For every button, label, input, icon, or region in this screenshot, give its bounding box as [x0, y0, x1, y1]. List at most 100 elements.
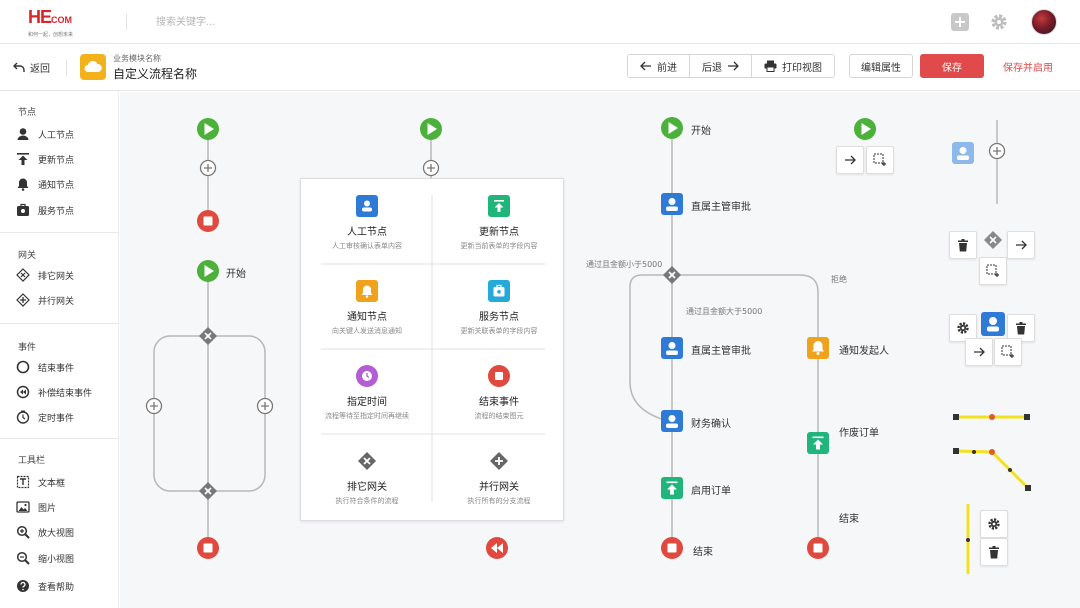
sidebar-item-end-event[interactable]: 结束事件 [16, 358, 74, 376]
back-arrow-icon [13, 62, 25, 72]
sidebar-item-help[interactable]: 查看帮助 [16, 577, 74, 595]
gear-icon[interactable] [989, 12, 1009, 32]
palette-item-notify-node[interactable]: 通知节点 向关键人发送消息通知 [301, 264, 433, 349]
add-node-icon[interactable] [145, 397, 163, 415]
connect-arrow-button[interactable] [836, 146, 864, 174]
start-event[interactable] [854, 118, 876, 140]
user-avatar[interactable] [1031, 9, 1057, 35]
start-event[interactable] [420, 118, 442, 140]
help-icon [17, 580, 29, 592]
add-textbox-icon [1001, 345, 1014, 358]
sidebar-item-manual-node[interactable]: 人工节点 [16, 125, 74, 143]
end-event[interactable] [661, 537, 683, 559]
start-event[interactable] [197, 118, 219, 140]
palette-item-service-node[interactable]: 服务节点 更新关联表单的字段内容 [433, 264, 565, 349]
brand-logo[interactable]: HECOM 和何一起，创想未来 [28, 8, 98, 38]
connect-arrow-button[interactable] [965, 338, 993, 366]
sidebar-item-notify-node[interactable]: 通知节点 [16, 175, 74, 193]
divider [66, 60, 67, 76]
palette-item-desc: 更新当前表单的字段内容 [460, 242, 538, 250]
connector [672, 274, 819, 548]
exclusive-gateway[interactable] [662, 265, 682, 285]
tools-section-title: 工具栏 [18, 456, 46, 466]
arrow-right-icon [728, 61, 739, 71]
sidebar-item-update-node[interactable]: 更新节点 [16, 150, 74, 168]
start-event[interactable] [197, 260, 219, 282]
forward-button[interactable]: 前进 [628, 55, 690, 77]
sidebar-item-parallel-gateway[interactable]: 并行网关 [16, 291, 74, 309]
manual-node[interactable] [661, 337, 683, 359]
line-edit-straight[interactable] [953, 414, 1030, 420]
process-name[interactable]: 自定义流程名称 [113, 67, 198, 81]
end-event[interactable] [807, 537, 829, 559]
node-label: 作废订单 [839, 428, 879, 439]
add-node-icon[interactable] [422, 159, 440, 177]
search-input[interactable] [156, 14, 356, 30]
update-node[interactable] [807, 432, 829, 454]
palette-item-update-node[interactable]: 更新节点 更新当前表单的字段内容 [433, 179, 565, 264]
manual-node[interactable] [661, 193, 683, 215]
line-edit-bent[interactable] [953, 448, 1031, 491]
branch-loop [153, 335, 266, 492]
palette-item-title: 排它网关 [347, 482, 387, 493]
palette-item-desc: 执行所有的分支流程 [467, 497, 531, 505]
palette-item-end-event[interactable]: 结束事件 流程的结束图元 [433, 349, 565, 434]
exclusive-gateway[interactable] [198, 326, 218, 346]
compensation-end-event[interactable] [486, 537, 508, 559]
sidebar-item-zoom-out[interactable]: 缩小视图 [16, 549, 74, 567]
exclusive-gateway[interactable] [198, 481, 218, 501]
add-node-icon[interactable] [199, 159, 217, 177]
palette-item-manual-node[interactable]: 人工节点 人工审核确认表单内容 [301, 179, 433, 264]
sidebar-item-timer-event[interactable]: 定时事件 [16, 408, 74, 426]
sidebar-item-textbox[interactable]: 文本框 [16, 473, 65, 491]
delete-button[interactable] [980, 538, 1008, 566]
add-text-button[interactable] [979, 257, 1007, 285]
service-bag-icon [17, 203, 29, 216]
edit-properties-button[interactable]: 编辑属性 [849, 54, 913, 78]
palette-item-parallel-gateway[interactable]: 并行网关 执行所有的分支流程 [433, 434, 565, 519]
add-text-button[interactable] [994, 338, 1022, 366]
exclusive-gateway-icon [16, 268, 30, 282]
back-button[interactable]: 返回 [12, 58, 50, 76]
add-text-button[interactable] [866, 146, 894, 174]
upload-arrow-icon [17, 153, 29, 165]
manual-node-selected[interactable] [981, 312, 1005, 336]
end-event[interactable] [197, 210, 219, 232]
update-node[interactable] [661, 477, 683, 499]
sidebar-item-service-node[interactable]: 服务节点 [16, 201, 74, 219]
add-node-icon[interactable] [988, 142, 1006, 160]
exclusive-gateway[interactable] [984, 231, 1002, 249]
palette-item-desc: 人工审核确认表单内容 [332, 242, 402, 250]
settings-button[interactable] [980, 510, 1008, 538]
sidebar-item-label: 并行网关 [38, 296, 75, 307]
connect-arrow-button[interactable] [1007, 231, 1035, 259]
end-event[interactable] [197, 537, 219, 559]
sidebar-item-exclusive-gateway[interactable]: 排它网关 [16, 266, 74, 284]
notify-node[interactable] [807, 337, 829, 359]
back-label: 返回 [30, 63, 50, 75]
sidebar-item-zoom-in[interactable]: 放大视图 [16, 523, 74, 541]
palette-item-exclusive-gateway[interactable]: 排它网关 执行符合条件的流程 [301, 434, 433, 519]
line-edit-vertical[interactable] [966, 504, 970, 574]
sidebar-item-image[interactable]: 图片 [16, 498, 56, 516]
save-and-enable-button[interactable]: 保存并启用 [1003, 62, 1053, 74]
condition-label: 通过且金额大于5000 [686, 307, 763, 316]
flow-canvas[interactable]: 开始 开始 直属主管审批 通过且金额小于5000 拒绝 通过且金额大于5000 … [120, 92, 1080, 608]
manual-node[interactable] [661, 410, 683, 432]
connector [629, 274, 673, 423]
delete-button[interactable] [1007, 314, 1035, 342]
save-button[interactable]: 保存 [920, 54, 984, 78]
backward-button[interactable]: 后退 [690, 55, 752, 77]
print-view-button[interactable]: 打印视图 [752, 55, 834, 77]
node-label: 开始 [691, 126, 711, 137]
settings-button[interactable] [949, 314, 977, 342]
add-icon[interactable] [950, 12, 970, 32]
delete-button[interactable] [949, 231, 977, 259]
palette-item-timer[interactable]: 指定时间 流程等待至指定时间再继续 [301, 349, 433, 434]
sidebar-item-compensation-end-event[interactable]: 补偿结束事件 [16, 383, 92, 401]
start-event[interactable] [661, 117, 683, 139]
add-node-icon[interactable] [256, 397, 274, 415]
exclusive-gateway-icon [356, 450, 378, 472]
clock-icon [16, 410, 30, 424]
manual-node-selected[interactable] [952, 142, 974, 164]
